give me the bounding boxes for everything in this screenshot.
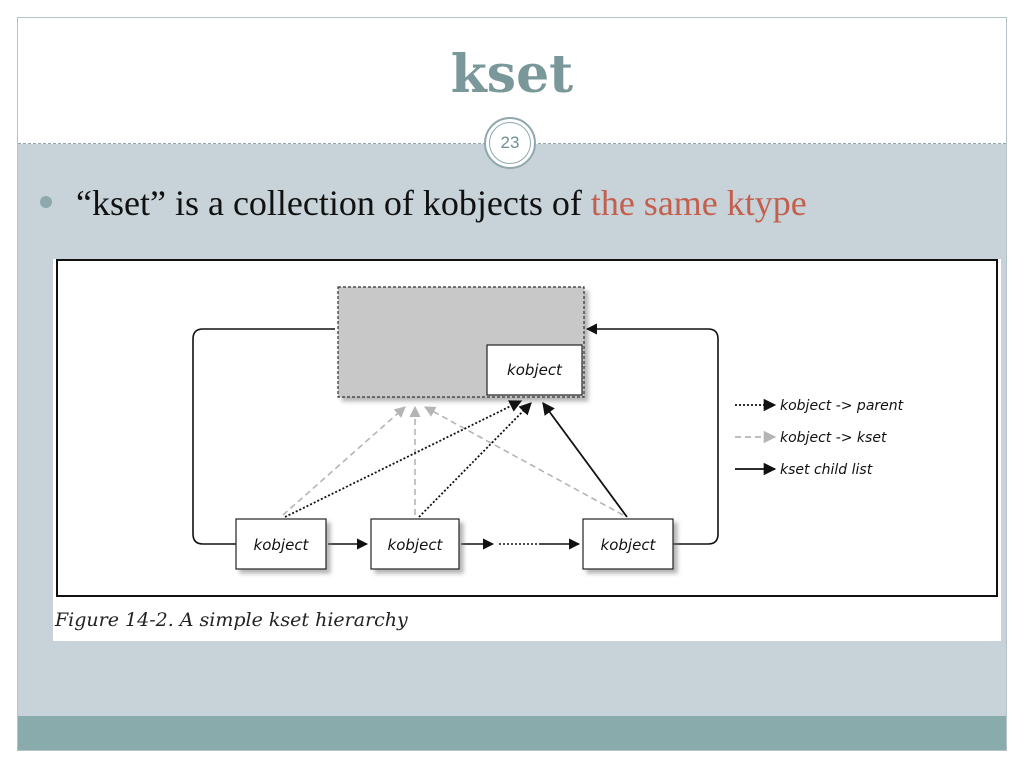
parent-edge-3 bbox=[542, 401, 628, 518]
slide-title: kset bbox=[450, 44, 574, 105]
footer-bar bbox=[18, 716, 1006, 750]
slide: kset 23 “kset” is a collection of kobjec… bbox=[17, 17, 1007, 751]
child-kobject-label-2: kobject bbox=[388, 536, 444, 554]
kset-edge-1 bbox=[282, 406, 406, 516]
child-kobject-label-1: kobject bbox=[254, 536, 310, 554]
parent-edge-2 bbox=[418, 402, 532, 518]
legend-label-child-list: kset child list bbox=[780, 462, 873, 478]
child-kobject-node-1: kobject bbox=[235, 518, 327, 570]
slide-number-badge: 23 bbox=[484, 117, 536, 169]
legend-label-kset: kobject -> kset bbox=[780, 430, 887, 446]
kset-hierarchy-figure: kobject kobject bbox=[53, 259, 1001, 641]
legend: kobject -> parent kobject -> kset kset c… bbox=[735, 398, 904, 478]
bullet-icon bbox=[40, 196, 52, 208]
right-loop-edge bbox=[585, 323, 719, 545]
bullet-item: “kset” is a collection of kobjects of th… bbox=[40, 179, 980, 227]
legend-label-parent: kobject -> parent bbox=[780, 398, 904, 414]
left-loop-edge bbox=[192, 328, 335, 545]
parent-kobject-label: kobject bbox=[507, 361, 563, 379]
figure-caption: Figure 14-2. A simple kset hierarchy bbox=[55, 609, 408, 631]
child-kobject-node-2: kobject bbox=[370, 518, 460, 570]
kset-edge-3 bbox=[424, 406, 624, 516]
parent-kobject-node: kobject bbox=[486, 344, 583, 396]
child-kobject-label-3: kobject bbox=[601, 536, 657, 554]
bullet-text: “kset” is a collection of kobjects of th… bbox=[76, 179, 807, 227]
bullet-prefix: “kset” is a collection of kobjects of bbox=[76, 183, 591, 223]
kset-diagram: kobject kobject bbox=[56, 259, 998, 597]
bullet-highlight: the same ktype bbox=[590, 183, 807, 223]
child-kobject-node-3: kobject bbox=[582, 518, 674, 570]
slide-number: 23 bbox=[489, 122, 531, 164]
